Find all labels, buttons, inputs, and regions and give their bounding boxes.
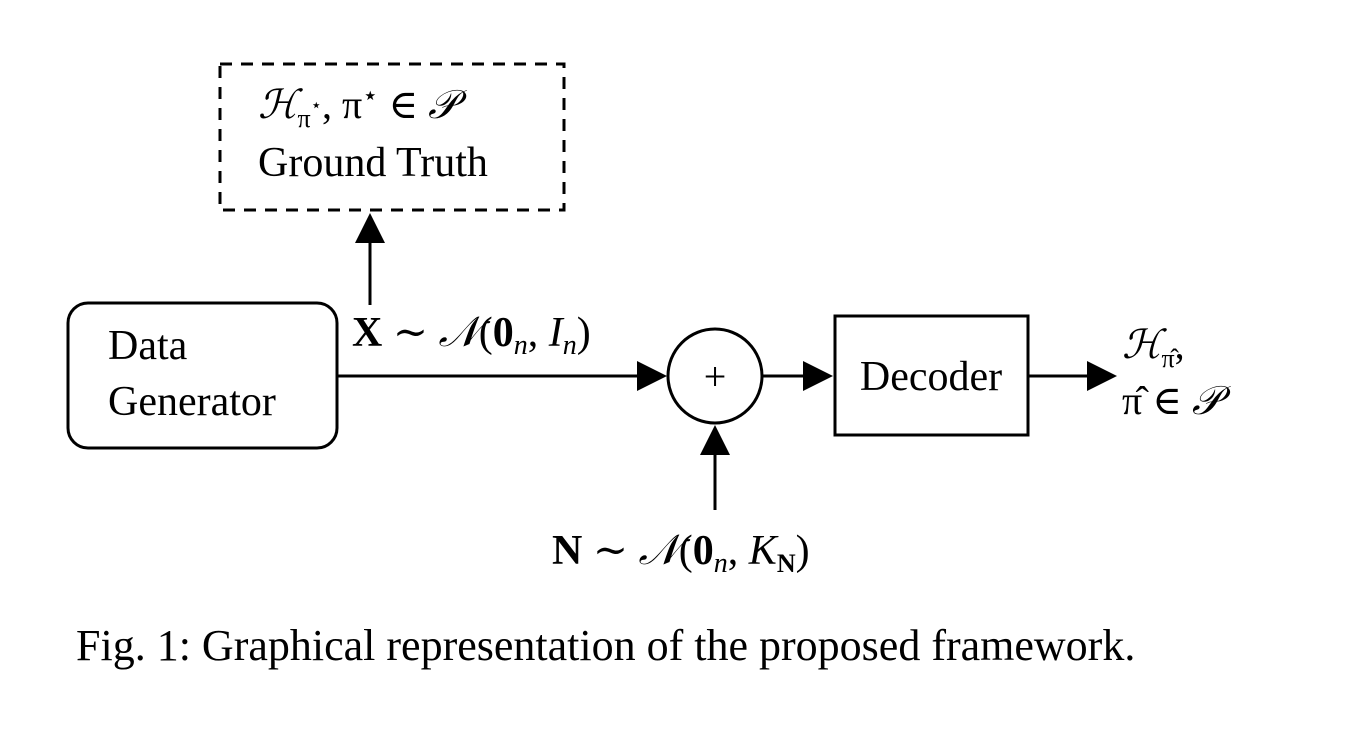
noise-signal-label: N ∼ 𝒩(0n, KN) — [552, 528, 810, 579]
output-line1: ℋπ̂, — [1122, 322, 1185, 373]
sum-symbol: + — [704, 354, 727, 399]
decoder-label: Decoder — [860, 354, 1002, 400]
data-generator-line2: Generator — [108, 379, 276, 425]
figure-caption: Fig. 1: Graphical representation of the … — [76, 621, 1135, 670]
data-generator-line1: Data — [108, 323, 188, 369]
output-line2: π̂ ∈ 𝒫 — [1122, 378, 1232, 423]
ground-truth-label: Ground Truth — [258, 140, 488, 186]
x-signal-label: X ∼ 𝒩(0n, In) — [352, 310, 591, 361]
ground-truth-formula: ℋπ⋆, π⋆ ∈ 𝒫 — [258, 81, 468, 133]
ground-truth-box — [218, 62, 566, 212]
